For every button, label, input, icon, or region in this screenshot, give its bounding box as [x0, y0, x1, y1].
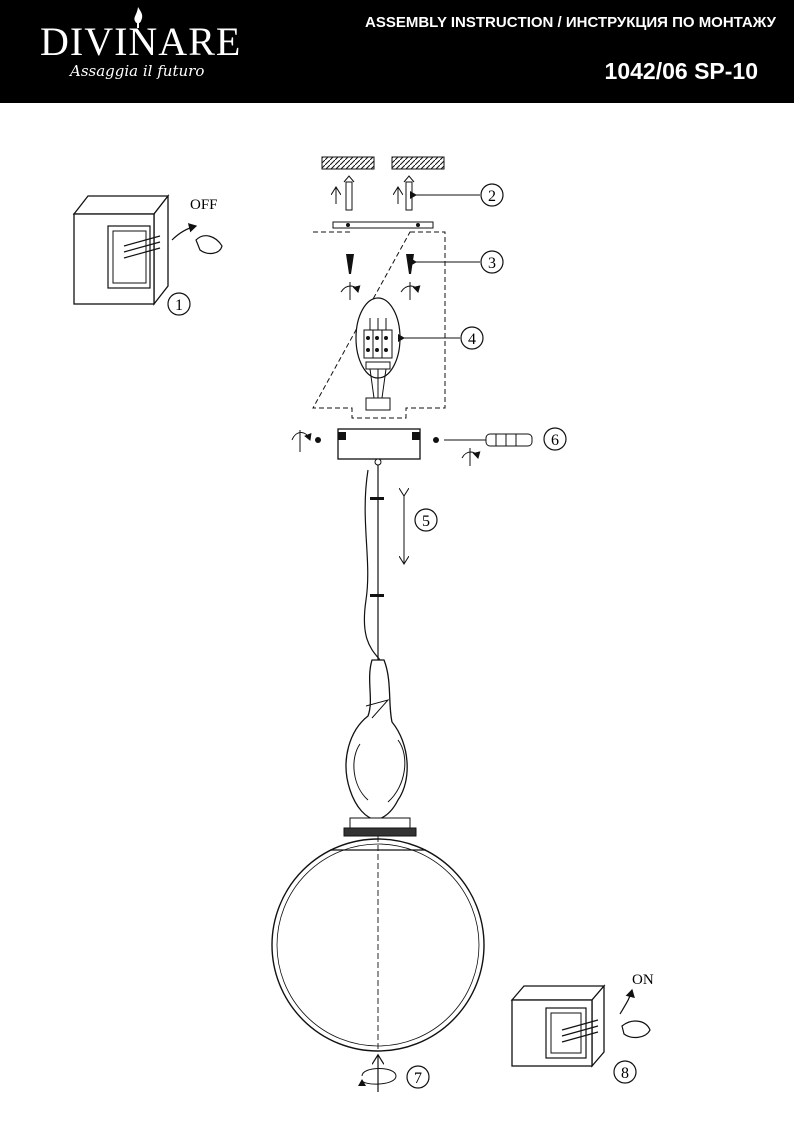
suspension-cable [363, 465, 384, 661]
brand-tagline: Assaggia il futuro [70, 62, 205, 80]
canopy-outline [312, 231, 446, 419]
step-7-badge: 7 [406, 1065, 430, 1089]
wall-switch-on [510, 984, 651, 1068]
flame-icon [134, 7, 143, 28]
svg-text:4: 4 [468, 331, 476, 348]
step-4-badge: 4 [460, 326, 484, 350]
canopy [337, 428, 421, 466]
svg-text:7: 7 [414, 1070, 422, 1087]
header-bar: DIVINARE Assaggia il futuro ASSEMBLY INS… [0, 0, 794, 103]
mounting-bracket [332, 221, 434, 229]
svg-text:2: 2 [488, 188, 496, 205]
svg-text:3: 3 [488, 255, 496, 272]
step-1-badge: 1 [167, 292, 191, 316]
step-6-badge: 6 [543, 427, 567, 451]
globe-attach-arrow [358, 1056, 397, 1092]
brand-logo: DIVINARE [40, 19, 242, 64]
step-8-badge: 8 [613, 1060, 637, 1084]
ceiling [321, 156, 445, 170]
wall-switch-off [72, 194, 223, 306]
switch-off-label: OFF [190, 197, 218, 213]
document-title: ASSEMBLY INSTRUCTION / ИНСТРУКЦИЯ ПО МОН… [365, 14, 776, 31]
screw [340, 254, 480, 300]
assembly-diagram: OFF 1 2 3 [72, 156, 654, 1092]
decorative-figure [343, 659, 417, 837]
svg-text:5: 5 [422, 513, 430, 530]
svg-text:8: 8 [621, 1065, 629, 1082]
svg-text:6: 6 [551, 432, 559, 449]
step-2-badge: 2 [480, 183, 504, 207]
step-3-badge: 3 [480, 250, 504, 274]
terminal-block [355, 297, 460, 411]
hand-icon [195, 235, 223, 255]
switch-on-label: ON [632, 972, 654, 988]
hand-icon [621, 1020, 651, 1039]
model-number: 1042/06 SP-10 [604, 58, 758, 84]
wall-plug [336, 175, 480, 211]
svg-text:1: 1 [175, 297, 183, 314]
step-5-badge: 5 [414, 508, 438, 532]
screwdriver-icon [291, 430, 533, 466]
glass-globe [271, 836, 485, 1052]
